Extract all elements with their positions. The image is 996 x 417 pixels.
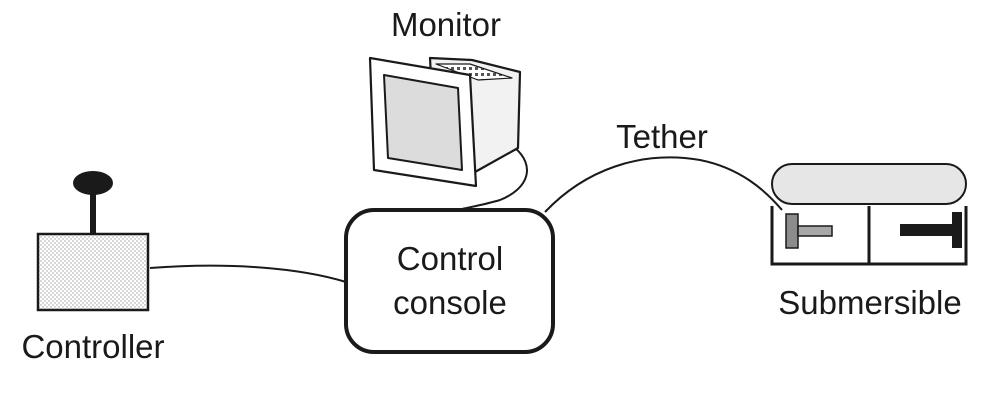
joystick-knob: [73, 171, 113, 195]
tether-line: [544, 156, 783, 213]
controller-label: Controller: [21, 328, 164, 365]
thruster-left-icon: [785, 213, 833, 249]
controller-cable: [149, 264, 347, 283]
control-console-box: [344, 208, 555, 354]
tether-label: Tether: [616, 118, 708, 155]
console-label-line2: console: [393, 284, 507, 321]
monitor-label: Monitor: [391, 6, 501, 43]
submersible-label: Submersible: [778, 284, 961, 321]
monitor-screen: [383, 74, 463, 171]
submersible-float: [771, 163, 967, 205]
controller-box: [36, 232, 150, 312]
thruster-right-icon: [900, 212, 962, 248]
console-label-line1: Control: [397, 240, 503, 277]
joystick-icon: [36, 171, 150, 312]
submersible-icon: [770, 163, 968, 266]
crt-monitor-icon: [368, 56, 522, 188]
